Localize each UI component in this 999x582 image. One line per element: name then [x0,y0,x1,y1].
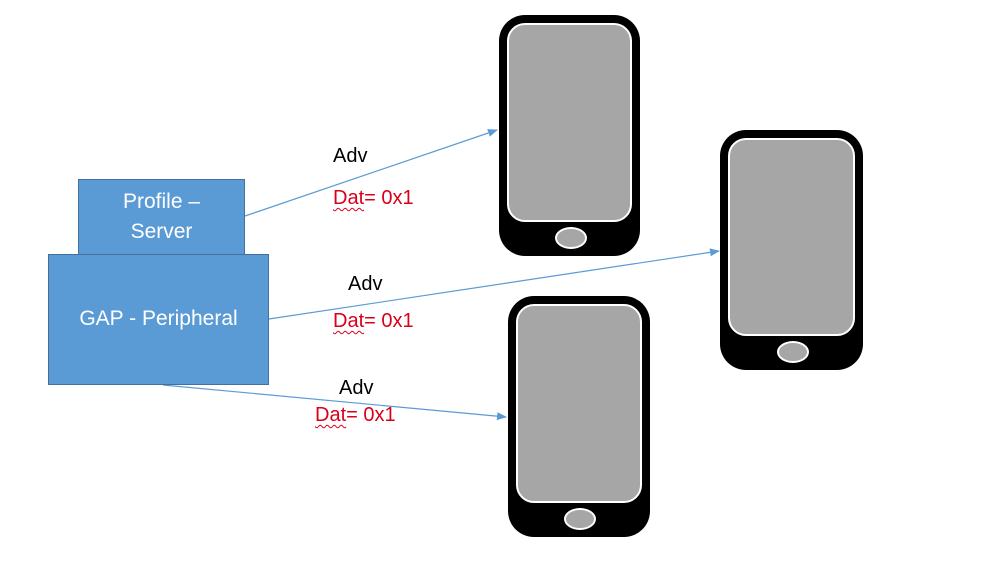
adv-label-2: Adv [348,273,383,295]
gap-peripheral-box: GAP - Peripheral [48,254,269,385]
phone-2-home-button [776,341,809,363]
dat-value-3: = 0x1 [346,404,396,426]
dat-label-1: Dat= 0x1 [333,187,414,210]
adv-label-1: Adv [333,145,368,167]
phone-2-screen [728,138,855,336]
dat-prefix-1: Dat [333,187,365,209]
dat-value-1: = 0x1 [364,187,414,209]
dat-label-2: Dat= 0x1 [333,310,414,333]
phone-2 [720,130,863,370]
profile-box-line2: Server [130,220,193,243]
dat-value-2: = 0x1 [364,310,414,332]
profile-server-box: Profile – Server [78,179,245,255]
phone-1-screen [507,23,632,222]
arrow-to-phone-2 [268,248,720,320]
dat-prefix-3: Dat [315,404,347,426]
phone-1 [499,15,640,256]
phone-3-screen [516,304,642,503]
gap-box-label: GAP - Peripheral [79,307,238,331]
profile-box-line1: Profile – [122,189,201,213]
phone-3-home-button [564,508,596,530]
dat-prefix-2: Dat [333,310,365,332]
phone-1-home-button [554,227,587,249]
adv-label-3: Adv [339,377,374,399]
dat-label-3: Dat= 0x1 [315,404,396,427]
phone-3 [508,296,650,537]
